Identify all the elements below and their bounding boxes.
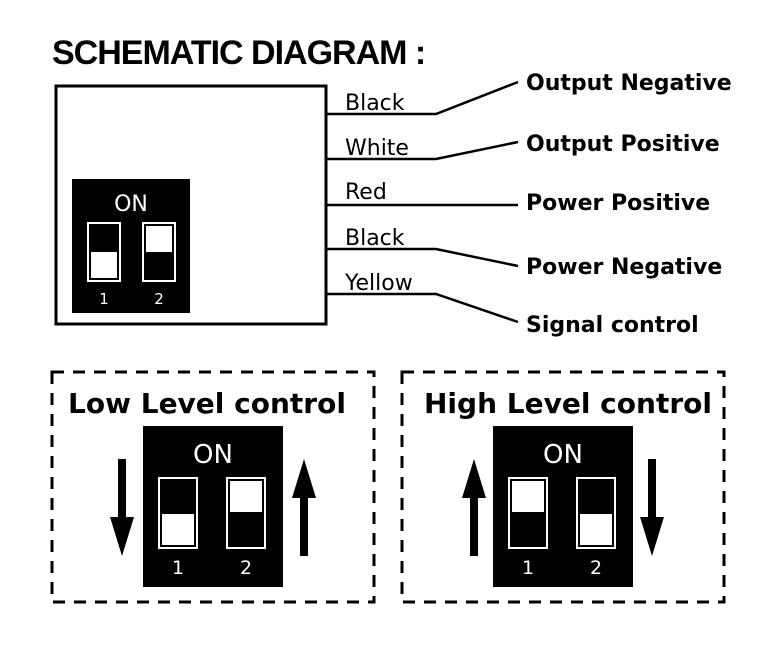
panel-title: Low Level control bbox=[68, 387, 346, 420]
dip-number-2: 2 bbox=[154, 290, 164, 308]
wire-function-label: Power Negative bbox=[526, 255, 722, 280]
wire-3: Red Power Positive bbox=[326, 180, 710, 216]
dip-on-label: ON bbox=[193, 440, 233, 470]
dip-slot-1 bbox=[158, 477, 198, 549]
wire-1: Black Output Negative bbox=[326, 71, 732, 116]
panel-dashed-border bbox=[400, 370, 726, 604]
wire-function-label: Signal control bbox=[526, 313, 699, 338]
wire-color-label: Red bbox=[345, 180, 387, 205]
wire-line bbox=[326, 292, 519, 324]
wire-line bbox=[326, 247, 519, 268]
wire-color-label: Yellow bbox=[344, 271, 413, 296]
dip-number-1: 1 bbox=[99, 290, 109, 308]
dip-slot-2 bbox=[142, 222, 176, 282]
wire-color-label: White bbox=[345, 136, 409, 161]
page-title: SCHEMATIC DIAGRAM : bbox=[52, 34, 425, 72]
dip-slot-2 bbox=[226, 477, 266, 549]
wire-color-label: Black bbox=[345, 226, 405, 251]
panel-dashed-border bbox=[50, 370, 376, 604]
dip-number-2: 2 bbox=[590, 557, 602, 579]
dip-knob-2 bbox=[230, 481, 262, 512]
arrow-down-icon bbox=[110, 459, 134, 556]
wire-function-label: Power Positive bbox=[526, 191, 710, 216]
arrow-up-icon bbox=[462, 459, 486, 556]
dip-number-1: 1 bbox=[172, 557, 184, 579]
dip-knob-1 bbox=[162, 514, 194, 545]
low-level-panel: Low Level control ON 1 2 bbox=[50, 370, 376, 604]
dip-on-label: ON bbox=[543, 440, 583, 470]
arrow-down-icon bbox=[640, 459, 664, 556]
main-dip-switch: ON 1 2 bbox=[72, 179, 190, 313]
dip-on-label: ON bbox=[114, 192, 148, 217]
dip-number-2: 2 bbox=[240, 557, 252, 579]
dip-knob-1 bbox=[512, 481, 544, 512]
wire-5: Yellow Signal control bbox=[326, 271, 699, 338]
wire-line bbox=[326, 80, 519, 116]
high-level-panel: High Level control ON 1 2 bbox=[400, 370, 726, 604]
panel-title: High Level control bbox=[424, 387, 712, 420]
wire-2: White Output Positive bbox=[326, 132, 720, 161]
wire-4: Black Power Negative bbox=[326, 226, 722, 280]
dip-knob-2 bbox=[580, 514, 612, 545]
arrow-up-icon bbox=[292, 459, 316, 556]
dip-knob-2 bbox=[146, 226, 172, 252]
wire-function-label: Output Negative bbox=[526, 71, 732, 96]
dip-knob-1 bbox=[91, 252, 117, 278]
wire-function-label: Output Positive bbox=[526, 132, 720, 157]
wire-line bbox=[326, 140, 519, 161]
dip-slot-2 bbox=[576, 477, 616, 549]
dip-number-1: 1 bbox=[522, 557, 534, 579]
wire-color-label: Black bbox=[345, 91, 405, 116]
dip-slot-1 bbox=[508, 477, 548, 549]
dip-slot-1 bbox=[87, 222, 121, 282]
